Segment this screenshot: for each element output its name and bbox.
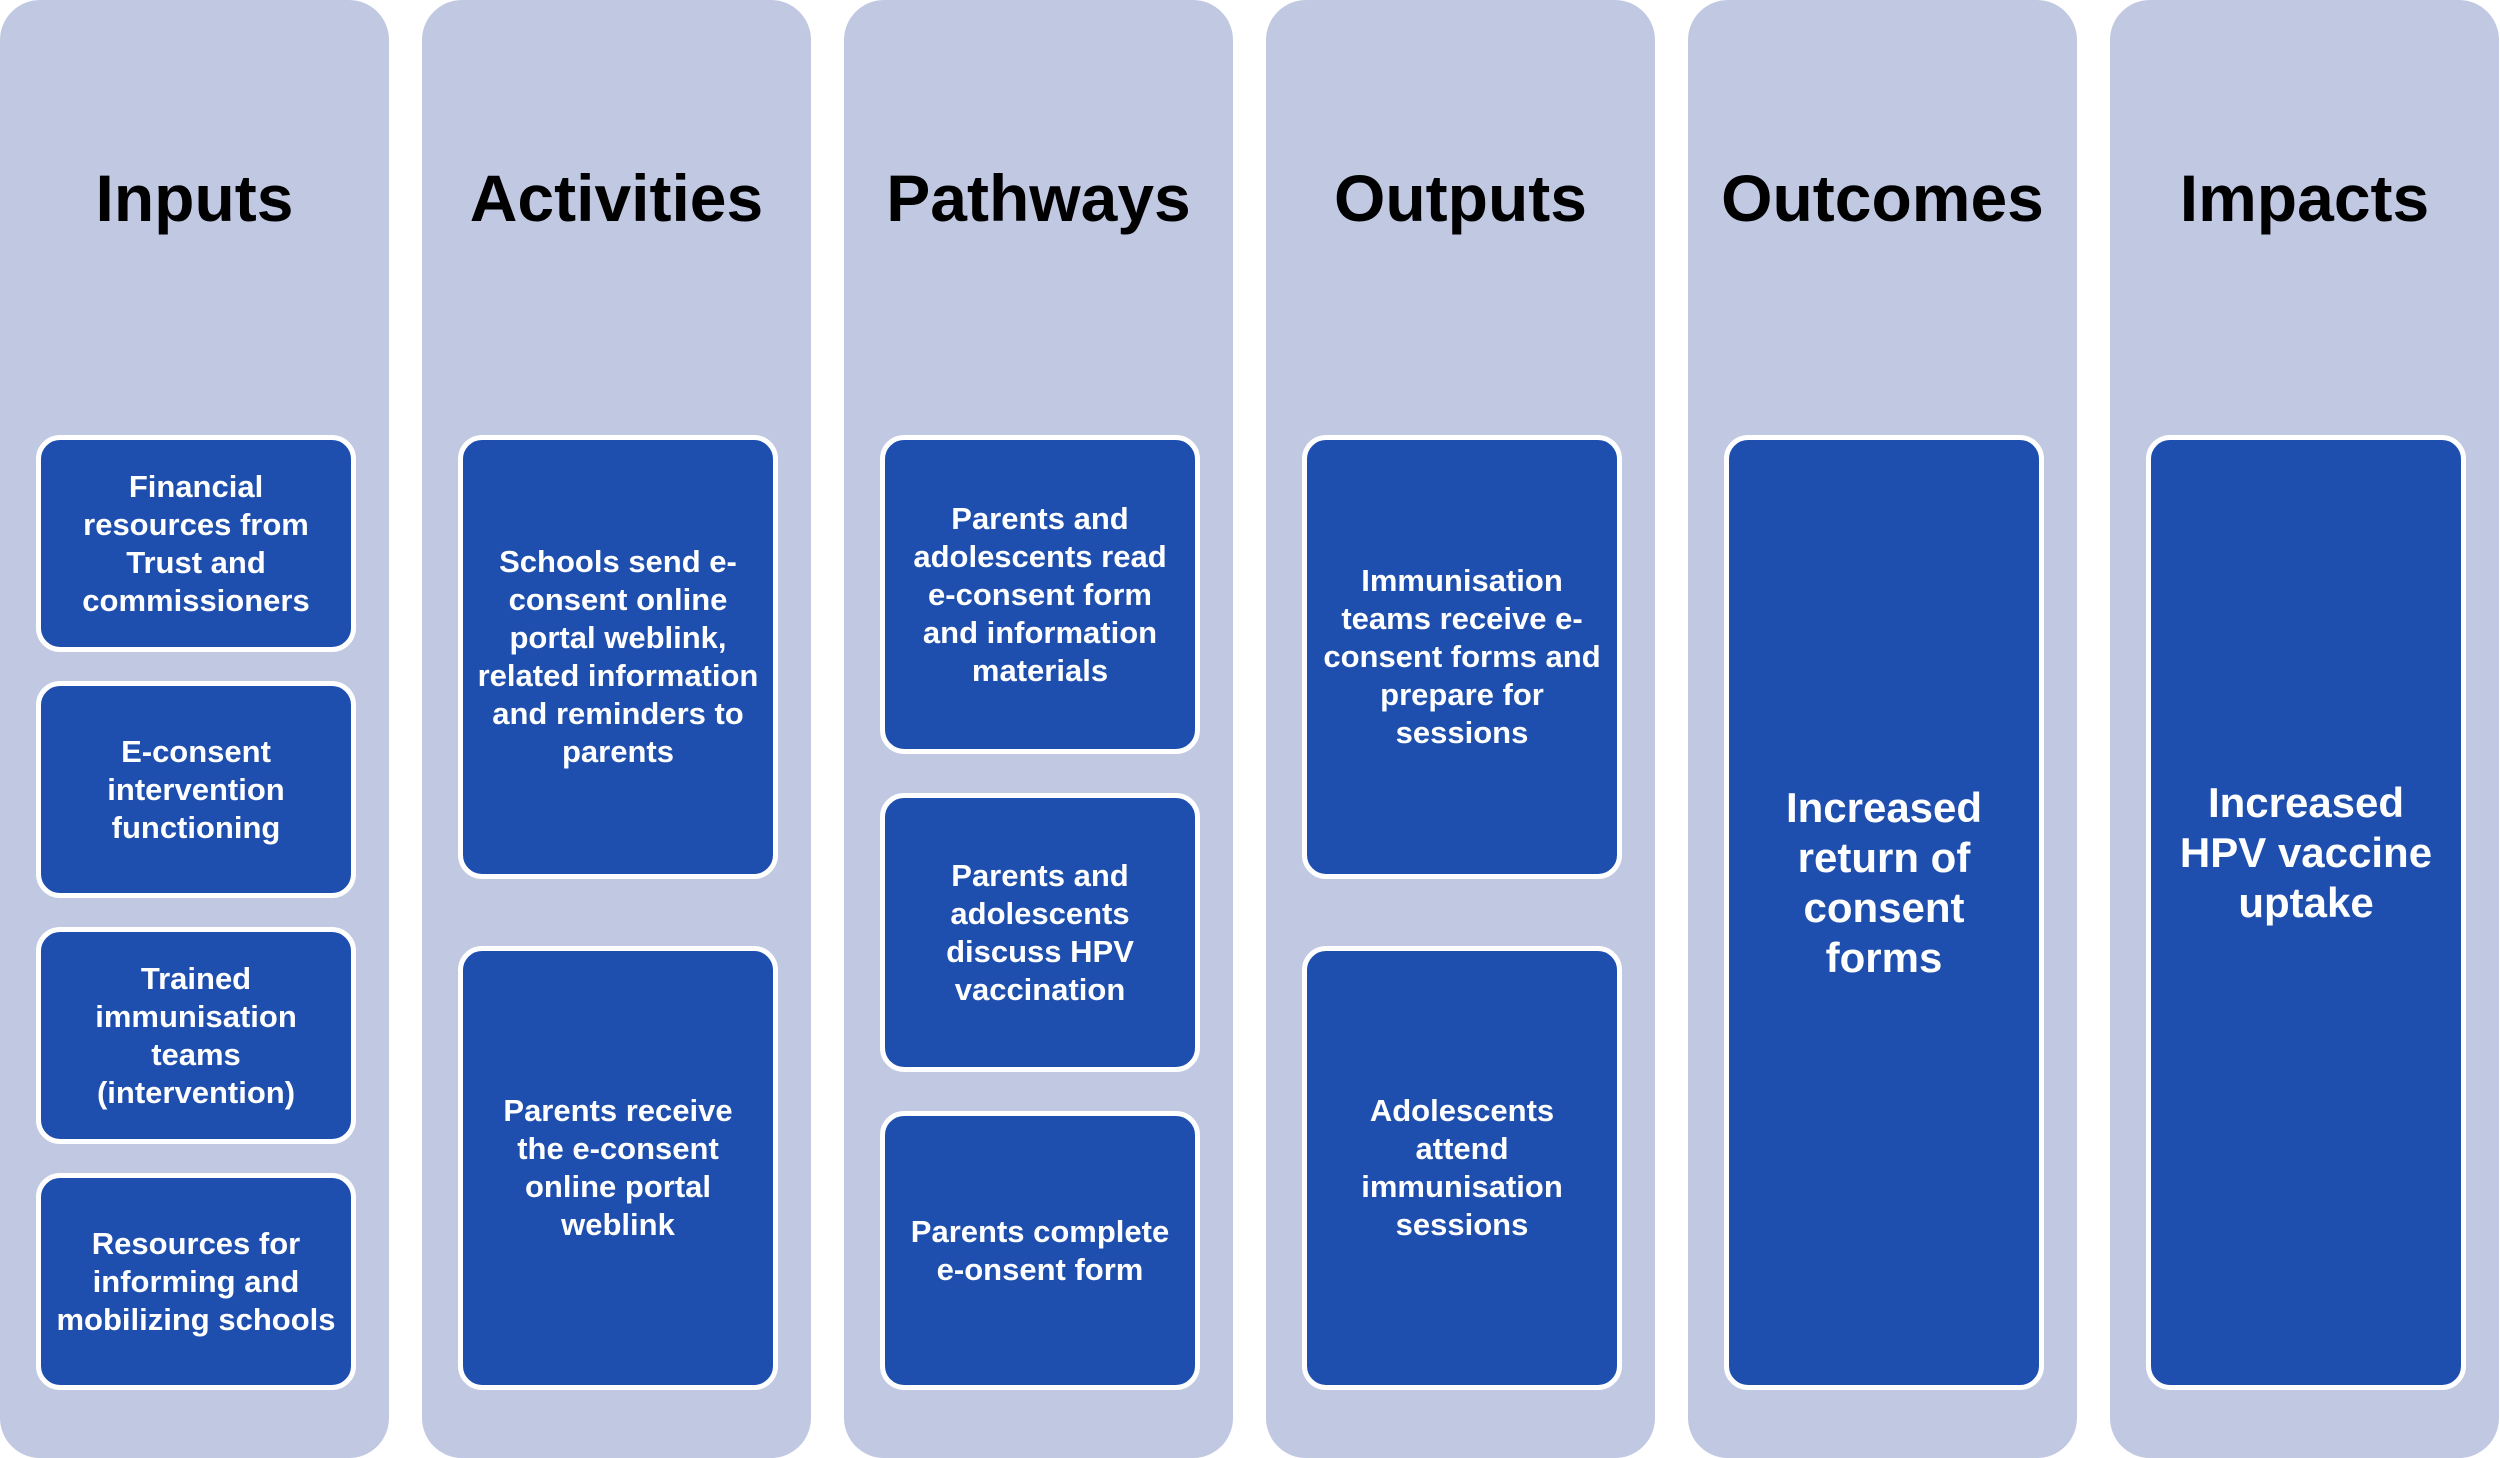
activity-box-parents-receive: Parents receive the e-consent online por… [458,946,778,1390]
box-label: Increased HPV vaccine uptake [2179,778,2433,926]
box-label: Resources for informing and mobilizing s… [56,1225,336,1337]
box-label: Parents and adolescents discuss HPV vacc… [946,857,1134,1007]
box-label: Parents receive the e-consent online por… [503,1093,733,1242]
box-label: Increased return of consent forms [1785,783,1983,981]
output-box-adolescents-attend: Adolescents attend immunisation sessions [1302,946,1622,1390]
pathway-box-complete-form: Parents complete e-onsent form [880,1111,1200,1390]
box-label: Parents and adolescents read e-consent f… [913,500,1167,688]
column-outputs: Outputs Immunisation teams receive e-con… [1266,0,1655,1458]
column-activities: Activities Schools send e-consent online… [422,0,811,1458]
column-inputs: Inputs Financial resources from Trust an… [0,0,389,1458]
box-label: E-consent intervention functioning [107,733,285,845]
box-label: Schools send e-consent online portal web… [477,544,759,769]
input-box-e-consent-intervention: E-consent intervention functioning [36,681,356,898]
column-title-inputs: Inputs [95,161,294,235]
pathway-box-read-form: Parents and adolescents read e-consent f… [880,435,1200,754]
activity-box-schools-send: Schools send e-consent online portal web… [458,435,778,879]
input-box-trained-teams: Trained immunisation teams (intervention… [36,927,356,1144]
output-box-teams-receive: Immunisation teams receive e-consent for… [1302,435,1622,879]
column-pathways: Pathways Parents and adolescents read e-… [844,0,1233,1458]
column-outcomes: Outcomes Increased return of consent for… [1688,0,2077,1458]
column-title-outcomes: Outcomes [1721,161,2044,235]
box-label: Trained immunisation teams (intervention… [95,960,297,1110]
box-label: Financial resources from Trust and commi… [82,468,310,618]
input-box-financial-resources: Financial resources from Trust and commi… [36,435,356,652]
column-title-outputs: Outputs [1334,161,1587,235]
box-label: Immunisation teams receive e-consent for… [1323,563,1601,750]
outcome-box-increased-return: Increased return of consent forms [1724,435,2044,1390]
column-title-pathways: Pathways [886,161,1191,235]
column-title-activities: Activities [469,161,764,235]
box-label: Adolescents attend immunisation sessions [1361,1093,1563,1242]
column-title-impacts: Impacts [2179,161,2430,235]
impact-box-increased-uptake: Increased HPV vaccine uptake [2146,435,2466,1390]
pathway-box-discuss-hpv: Parents and adolescents discuss HPV vacc… [880,793,1200,1072]
box-label: Parents complete e-onsent form [910,1213,1170,1287]
column-impacts: Impacts Increased HPV vaccine uptake [2110,0,2499,1458]
input-box-resources-schools: Resources for informing and mobilizing s… [36,1173,356,1390]
